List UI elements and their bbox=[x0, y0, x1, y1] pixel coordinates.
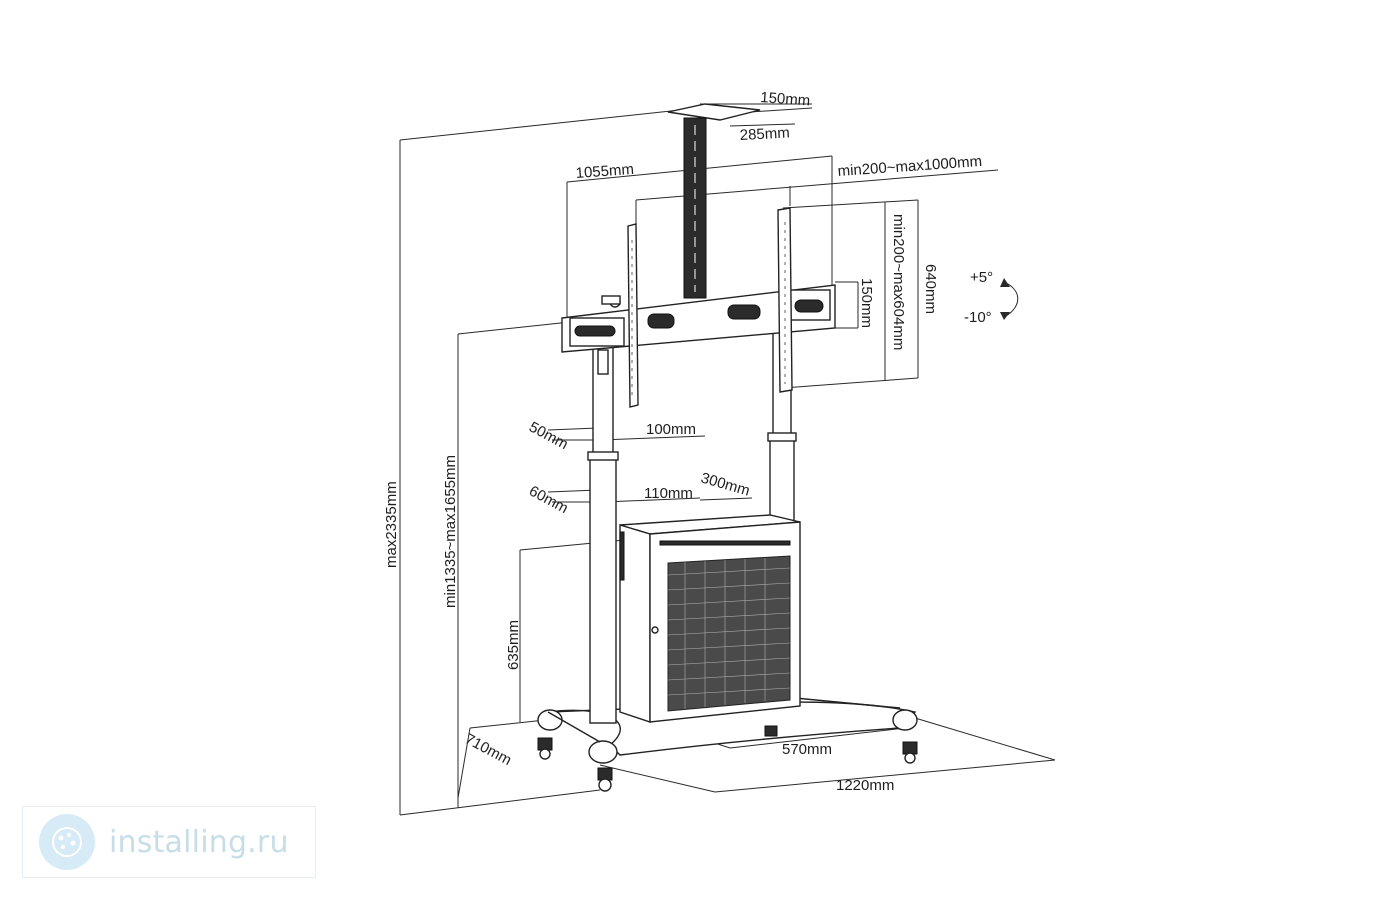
label-cabinet-depth: 300mm bbox=[699, 470, 752, 500]
label-vesa-horizontal: min200~max1000mm bbox=[837, 153, 982, 180]
label-base-width: 1220mm bbox=[836, 777, 894, 794]
vertical-arm-left bbox=[627, 223, 639, 408]
base-right-foot bbox=[892, 709, 918, 731]
left-pole-collar bbox=[587, 451, 619, 461]
tilt-indicator bbox=[1000, 278, 1019, 320]
label-slot-height: 150mm bbox=[858, 278, 875, 328]
caster-left-back bbox=[537, 737, 553, 751]
watermark: installing.ru bbox=[22, 806, 316, 878]
label-cabinet-width: 570mm bbox=[782, 741, 832, 758]
dimension-lines bbox=[399, 103, 1056, 816]
equipment-cabinet bbox=[619, 514, 801, 723]
label-max-height: max2335mm bbox=[383, 481, 400, 568]
top-plate bbox=[667, 103, 761, 121]
caster-right bbox=[902, 741, 918, 755]
label-upper-pole-depth: 50mm bbox=[526, 419, 571, 454]
left-lower-pole bbox=[589, 454, 617, 724]
label-tilt-down: -10° bbox=[964, 309, 992, 326]
watermark-text: installing.ru bbox=[109, 824, 289, 860]
cabinet-lock bbox=[651, 626, 659, 634]
watermark-logo-icon bbox=[39, 814, 95, 870]
label-upper-pole-width: 100mm bbox=[646, 421, 696, 438]
label-plate-width: 150mm bbox=[760, 89, 811, 109]
label-lower-pole-width: 110mm bbox=[644, 485, 693, 502]
label-tilt-up: +5° bbox=[970, 269, 993, 286]
label-lower-pole-depth: 60mm bbox=[526, 483, 571, 518]
caster-center bbox=[764, 725, 778, 737]
label-plate-depth: 285mm bbox=[739, 124, 790, 144]
label-bracket-width: 1055mm bbox=[575, 161, 634, 182]
base-left-front-foot bbox=[588, 740, 618, 764]
label-mount-height: min1335~max1655mm bbox=[442, 455, 459, 608]
right-pole-collar bbox=[767, 432, 797, 442]
top-shelf-assembly bbox=[667, 103, 761, 299]
caster-left-front bbox=[597, 767, 613, 781]
label-cabinet-height: 635mm bbox=[505, 620, 522, 670]
vertical-arm-right bbox=[777, 207, 793, 393]
label-vesa-vertical: min200~max604mm bbox=[890, 214, 907, 350]
mounting-bracket bbox=[561, 207, 836, 408]
cabinet-mesh-panel bbox=[667, 555, 791, 712]
label-base-depth: 710mm bbox=[462, 731, 514, 769]
label-bracket-height: 640mm bbox=[922, 264, 939, 314]
